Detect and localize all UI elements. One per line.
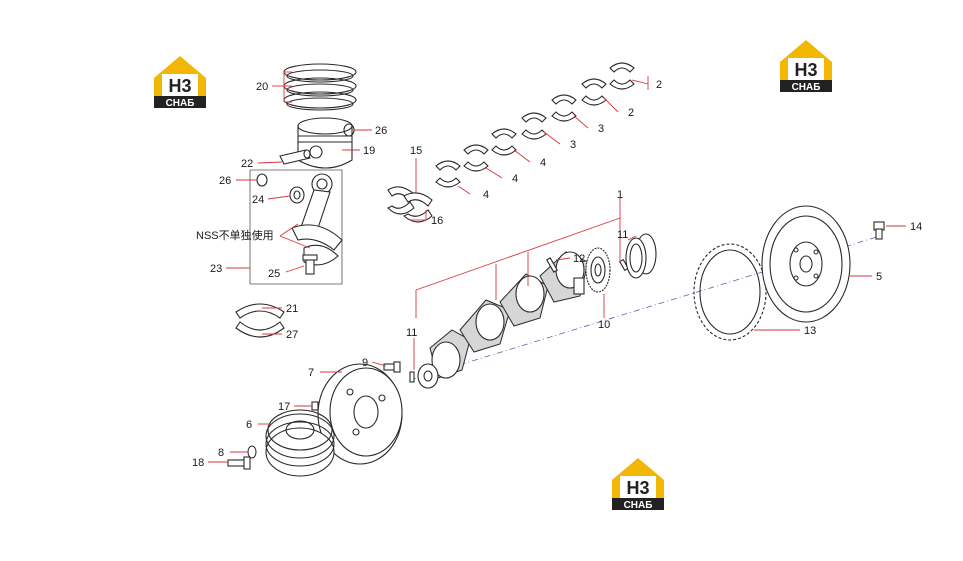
ring-gear [693, 243, 767, 341]
callout-10: 10 [598, 319, 610, 331]
callout-8: 8 [218, 447, 224, 459]
piston-pin [279, 149, 311, 165]
thrust-washer [387, 186, 433, 223]
callout-11-right: 11 [617, 229, 628, 241]
crankshaft-pulley [317, 363, 403, 465]
logo-top-left: H3 CHAБ [154, 56, 206, 109]
dowel-pin [546, 257, 558, 273]
damper-bolt [227, 456, 251, 470]
callout-22: 22 [241, 158, 253, 170]
leader-lines [208, 71, 906, 463]
dowel-pin [619, 258, 629, 272]
callout-5: 5 [876, 271, 882, 283]
callout-3b: 3 [598, 123, 604, 135]
callout-2b: 2 [656, 79, 662, 91]
callout-12: 12 [573, 253, 585, 265]
main-bearing-shells [435, 62, 635, 188]
callout-21: 21 [286, 303, 298, 315]
flywheel-bolt [873, 221, 885, 240]
logo-bottom-center: H3 CHAБ [612, 458, 664, 511]
callout-18: 18 [192, 457, 204, 469]
conrod-bearing-upper [235, 303, 285, 319]
crank-gear [585, 247, 611, 293]
callouts: 20 26 19 22 26 24 NSS不单独使用 23 25 21 27 1… [192, 79, 922, 469]
callout-26-left: 26 [219, 175, 231, 187]
callout-19: 19 [363, 145, 375, 157]
callout-2a: 2 [628, 107, 634, 119]
front-dowel [409, 371, 415, 383]
callout-15: 15 [410, 145, 422, 157]
callout-6: 6 [246, 419, 252, 431]
crankshaft [417, 251, 589, 389]
note-nss: NSS不单独使用 [196, 229, 274, 242]
rear-bearing-ring [625, 233, 657, 279]
logo-sub-text: CHAБ [166, 98, 195, 109]
callout-11-left: 11 [406, 327, 417, 339]
callout-4b: 4 [512, 173, 518, 185]
callout-3a: 3 [570, 139, 576, 151]
key-pin [311, 401, 319, 411]
callout-13: 13 [804, 325, 816, 337]
logo-top-right: H3 CHAБ [780, 40, 832, 93]
small-end-bushing [289, 186, 305, 204]
logo-sub-text: CHAБ [624, 500, 653, 511]
callout-24: 24 [252, 194, 264, 206]
callout-7: 7 [308, 367, 314, 379]
conrod-bolt [302, 254, 318, 275]
callout-16: 16 [431, 215, 443, 227]
callout-9: 9 [362, 357, 368, 369]
callout-14: 14 [910, 221, 922, 233]
logo-main-text: H3 [794, 60, 817, 80]
callout-23: 23 [210, 263, 222, 275]
callout-20: 20 [256, 81, 268, 93]
callout-4a: 4 [483, 189, 489, 201]
piston-rings [283, 63, 357, 111]
conrod-bearing-lower [235, 321, 285, 338]
crank-centerline [409, 235, 881, 381]
callout-25: 25 [268, 268, 280, 280]
logo-main-text: H3 [168, 76, 191, 96]
washer [247, 445, 257, 459]
logo-main-text: H3 [626, 478, 649, 498]
callout-1: 1 [617, 189, 623, 201]
callout-17: 17 [278, 401, 290, 413]
callout-27: 27 [286, 329, 298, 341]
callout-4c: 4 [540, 157, 546, 169]
snap-ring [256, 173, 268, 187]
pulley-bolt [383, 361, 401, 373]
flywheel [761, 205, 851, 323]
callout-26-top: 26 [375, 125, 387, 137]
conrod-bracket [250, 169, 343, 285]
damper-pulley [265, 409, 335, 477]
logo-sub-text: CHAБ [792, 82, 821, 93]
piston [297, 117, 353, 169]
